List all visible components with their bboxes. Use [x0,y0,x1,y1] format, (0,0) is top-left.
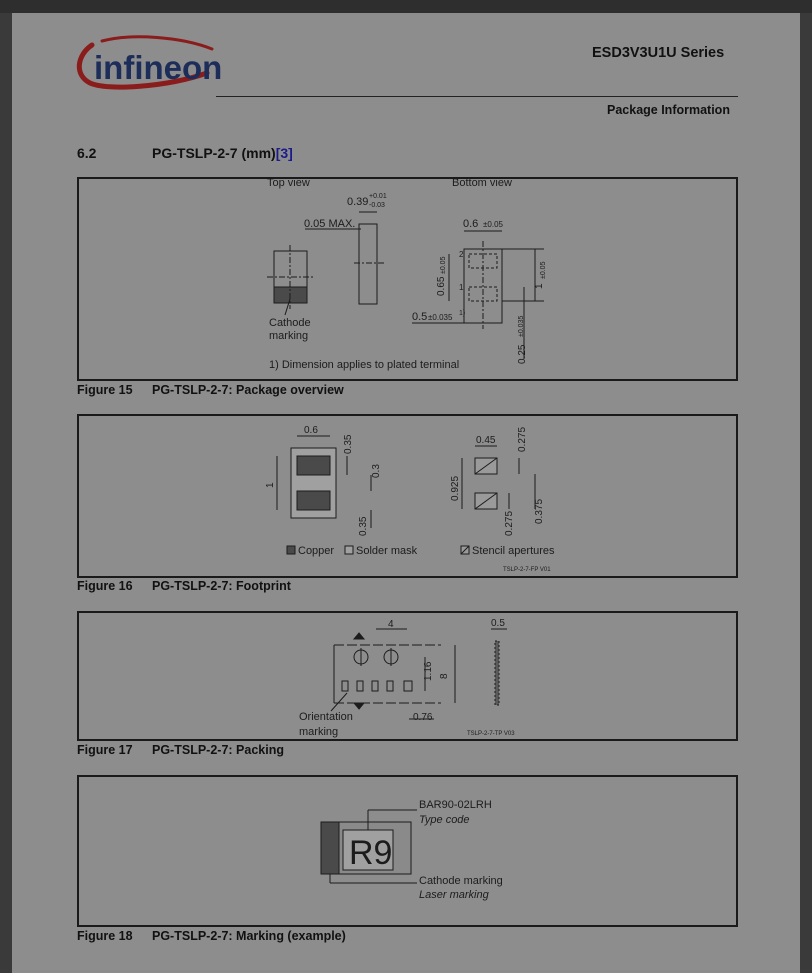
packing-code: TSLP-2-7-TP V03 [467,731,515,737]
fp-dim-0275b: 0.275 [504,511,515,536]
figure-16-box: 0.6 0.35 0.3 0.35 1 0.45 0.275 0.925 0.2… [77,414,738,578]
figure-18-number: Figure 18 [77,929,133,943]
figure-18-box: R9 BAR90-02LRH Type code Cathode marking… [77,775,738,927]
figure-15-caption: Figure 15 PG-TSLP-2-7: Package overview [77,383,344,397]
pk-dim-05: 0.5 [491,618,505,629]
dim-1-tol: ±0.05 [540,261,547,279]
cathode-marking-label-2: marking [269,330,308,342]
logo-text: infineon [94,49,222,86]
dim-05-note: 1) [459,310,465,317]
pk-dim-8: 8 [439,673,450,679]
figure-17-box: 4 1.16 8 0.76 Orientation marking 0.5 TS… [77,611,738,741]
figure-17-number: Figure 17 [77,743,133,757]
section-title-text: PG-TSLP-2-7 (mm) [152,145,276,161]
dim-06: 0.6 [463,218,478,230]
figure-17-title: PG-TSLP-2-7: Packing [152,743,284,757]
dim-1: 1 [534,283,545,289]
header-rule [216,96,738,97]
footprint-drawing: 0.6 0.35 0.3 0.35 1 0.45 0.275 0.925 0.2… [265,425,555,573]
figure-18-title: PG-TSLP-2-7: Marking (example) [152,929,346,943]
pin-2-label: 2 [459,250,464,259]
dim-06-tol: ±0.05 [483,220,504,229]
cathode-marking-label-1: Cathode [269,317,311,329]
orientation-label-1: Orientation [299,711,353,723]
figure-15-box: Top view Bottom view Cathode marking 0.3… [77,177,738,381]
dim-05: 0.5 [412,311,427,323]
figure-16-caption: Figure 16 PG-TSLP-2-7: Footprint [77,579,291,593]
cathode-marking-label: Cathode marking [419,875,503,887]
footprint-code: TSLP-2-7-FP V01 [503,567,551,573]
package-footnote: 1) Dimension applies to plated terminal [269,359,459,371]
bottom-view-label: Bottom view [452,179,512,189]
reference-link[interactable]: [3] [275,145,293,161]
series-title: ESD3V3U1U Series [592,45,725,61]
marking-drawing: R9 BAR90-02LRH Type code Cathode marking… [320,799,503,901]
viewer-top-edge [0,0,812,13]
part-number: BAR90-02LRH [419,799,492,811]
package-overview-drawing: Top view Bottom view Cathode marking 0.3… [267,179,547,371]
fp-dim-045: 0.45 [476,435,496,446]
section-title: PG-TSLP-2-7 (mm)[3] [152,145,293,161]
top-view-label: Top view [267,179,310,189]
dim-039-plus: +0.01 [369,193,387,200]
dim-039: 0.39 [347,196,368,208]
dim-065: 0.65 [436,276,447,296]
packing-drawing: 4 1.16 8 0.76 Orientation marking 0.5 TS… [299,618,515,738]
pk-dim-076: 0.76 [413,712,433,723]
legend-copper: Copper [298,545,334,557]
orientation-label-2: marking [299,726,338,738]
figure-17-caption: Figure 17 PG-TSLP-2-7: Packing [77,743,284,757]
fp-dim-1: 1 [265,482,276,488]
dim-039-minus: -0.03 [369,202,385,209]
section-number: 6.2 [77,145,97,161]
fp-dim-035a: 0.35 [343,434,354,454]
figure-15-number: Figure 15 [77,383,133,397]
pk-dim-4: 4 [388,619,394,630]
dim-025-tol: ±0.035 [518,316,525,337]
figure-16-title: PG-TSLP-2-7: Footprint [152,579,291,593]
dim-025: 0.25 [517,344,528,364]
figure-18-caption: Figure 18 PG-TSLP-2-7: Marking (example) [77,929,346,943]
figure-16-number: Figure 16 [77,579,133,593]
fp-dim-03: 0.3 [371,464,382,478]
figure-15-title: PG-TSLP-2-7: Package overview [152,383,344,397]
dim-05-tol: ±0.035 [428,313,453,322]
legend-stencil: Stencil apertures [472,545,555,557]
fp-dim-0275a: 0.275 [517,427,528,452]
fp-dim-0925: 0.925 [450,476,461,501]
fp-dim-06: 0.6 [304,425,318,436]
dim-065-tol: ±0.05 [440,256,447,274]
fp-dim-0375: 0.375 [534,499,545,524]
marking-code: R9 [349,834,392,872]
document-page [12,13,800,973]
laser-marking-label: Laser marking [419,889,490,901]
legend-solder-mask: Solder mask [356,545,418,557]
pin-1-label: 1 [459,283,464,292]
type-code-label: Type code [419,814,470,826]
fp-dim-035b: 0.35 [358,516,369,536]
pk-dim-116: 1.16 [423,661,434,681]
infineon-logo: infineon [76,35,222,90]
section-label: Package Information [607,103,730,117]
dim-005max: 0.05 MAX. [304,218,355,230]
